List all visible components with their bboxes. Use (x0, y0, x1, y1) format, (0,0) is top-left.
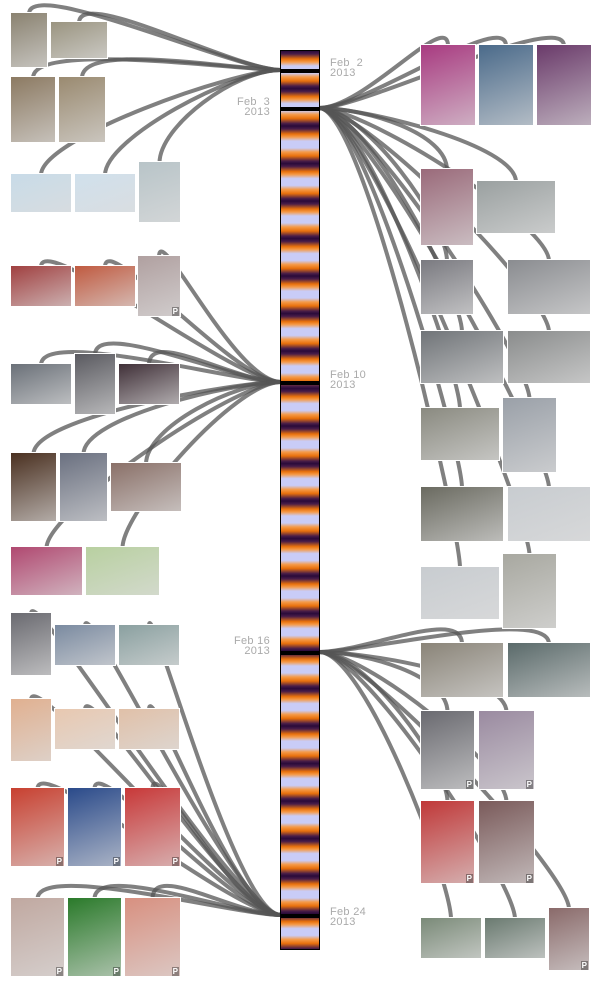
photo-thumbnail[interactable] (85, 546, 160, 596)
photo-thumbnail[interactable]: P (10, 787, 65, 867)
photo-thumbnail[interactable]: P (67, 897, 122, 977)
photo-badge: P (171, 857, 179, 866)
day-marker[interactable] (281, 107, 319, 111)
date-day: Feb 2 (330, 57, 363, 69)
connector-curve (77, 11, 282, 72)
photo-thumbnail[interactable] (507, 330, 591, 384)
photo-badge: P (465, 780, 473, 789)
day-marker[interactable] (281, 69, 319, 73)
photo-thumbnail[interactable] (420, 566, 500, 620)
photo-thumbnail[interactable] (478, 44, 534, 126)
photo-thumbnail[interactable] (58, 76, 106, 143)
photo-badge: P (55, 967, 63, 976)
day-marker[interactable] (281, 381, 319, 385)
photo-thumbnail[interactable]: P (420, 710, 475, 790)
photo-thumbnail[interactable] (420, 486, 504, 542)
photo-thumbnail[interactable]: P (478, 800, 535, 884)
connector-curve (157, 68, 282, 164)
photo-thumbnail[interactable] (59, 452, 108, 522)
photo-thumbnail[interactable] (10, 76, 56, 143)
photo-thumbnail[interactable] (10, 363, 72, 405)
photo-thumbnail[interactable] (10, 546, 83, 596)
connector-curve (318, 627, 551, 654)
photo-thumbnail[interactable]: P (548, 907, 590, 971)
photo-thumbnail[interactable] (476, 180, 556, 234)
photo-thumbnail[interactable] (138, 161, 181, 223)
photo-badge: P (580, 961, 588, 970)
photo-badge: P (171, 967, 179, 976)
photo-thumbnail[interactable] (74, 353, 116, 415)
photo-thumbnail[interactable]: P (10, 897, 65, 977)
connector-curve (80, 57, 282, 79)
photo-thumbnail[interactable] (110, 462, 182, 512)
photo-thumbnail[interactable]: P (420, 800, 475, 884)
photo-thumbnail[interactable] (10, 173, 72, 213)
photo-thumbnail[interactable] (118, 708, 180, 750)
photo-thumbnail[interactable] (10, 12, 48, 68)
photo-badge: P (55, 857, 63, 866)
photo-thumbnail[interactable] (420, 407, 500, 461)
date-year: 2013 (244, 645, 270, 657)
day-marker[interactable] (281, 914, 319, 918)
date-day: Feb 10 (330, 369, 367, 381)
photo-thumbnail[interactable] (118, 363, 180, 405)
date-year: 2013 (244, 106, 270, 118)
photo-thumbnail[interactable]: P (478, 710, 535, 790)
connector-curve (150, 781, 282, 917)
connector-curve (147, 350, 282, 384)
photo-thumbnail[interactable] (74, 265, 136, 307)
connector-curve (150, 883, 282, 917)
photo-badge: P (112, 857, 120, 866)
date-year: 2013 (330, 379, 356, 391)
date-year: 2013 (330, 67, 356, 79)
photo-thumbnail[interactable] (484, 917, 546, 959)
photo-thumbnail[interactable] (50, 21, 108, 59)
photo-thumbnail[interactable] (502, 397, 557, 473)
photo-thumbnail[interactable] (54, 624, 116, 666)
date-day: Feb 24 (330, 906, 367, 918)
photo-badge: P (171, 307, 179, 316)
photo-thumbnail[interactable] (420, 330, 504, 384)
photo-thumbnail[interactable] (420, 917, 482, 959)
timeline-bar[interactable] (280, 50, 320, 950)
photo-thumbnail[interactable] (502, 553, 557, 629)
date-year: 2013 (330, 916, 356, 928)
photo-thumbnail[interactable] (507, 486, 591, 542)
connector-curve (318, 650, 453, 920)
photo-thumbnail[interactable] (10, 452, 57, 522)
photo-thumbnail[interactable] (10, 698, 52, 762)
connector-curve (103, 68, 282, 176)
photo-thumbnail[interactable] (10, 265, 72, 307)
photo-thumbnail[interactable] (54, 708, 116, 750)
connector-curve (120, 380, 282, 549)
photo-thumbnail[interactable] (420, 642, 504, 698)
photo-thumbnail[interactable] (536, 44, 592, 126)
photo-thumbnail[interactable]: P (124, 897, 181, 977)
photo-thumbnail[interactable] (507, 642, 591, 698)
photo-thumbnail[interactable] (507, 259, 591, 315)
date-day: Feb 16 (233, 635, 270, 647)
photo-badge: P (465, 874, 473, 883)
photo-thumbnail[interactable] (420, 259, 474, 315)
photo-badge: P (525, 780, 533, 789)
photo-thumbnail[interactable]: P (124, 787, 181, 867)
photo-badge: P (525, 874, 533, 883)
date-day: Feb 3 (237, 96, 270, 108)
photo-thumbnail[interactable] (74, 173, 136, 213)
photo-thumbnail[interactable] (118, 624, 180, 666)
photo-thumbnail[interactable] (420, 44, 476, 126)
photo-thumbnail[interactable]: P (67, 787, 122, 867)
photo-thumbnail[interactable]: P (137, 255, 181, 317)
photo-thumbnail[interactable] (10, 612, 52, 676)
photo-thumbnail[interactable] (420, 168, 474, 246)
connector-curve (157, 249, 282, 384)
connector-curve (318, 106, 518, 183)
day-marker[interactable] (281, 651, 319, 655)
photo-badge: P (112, 967, 120, 976)
